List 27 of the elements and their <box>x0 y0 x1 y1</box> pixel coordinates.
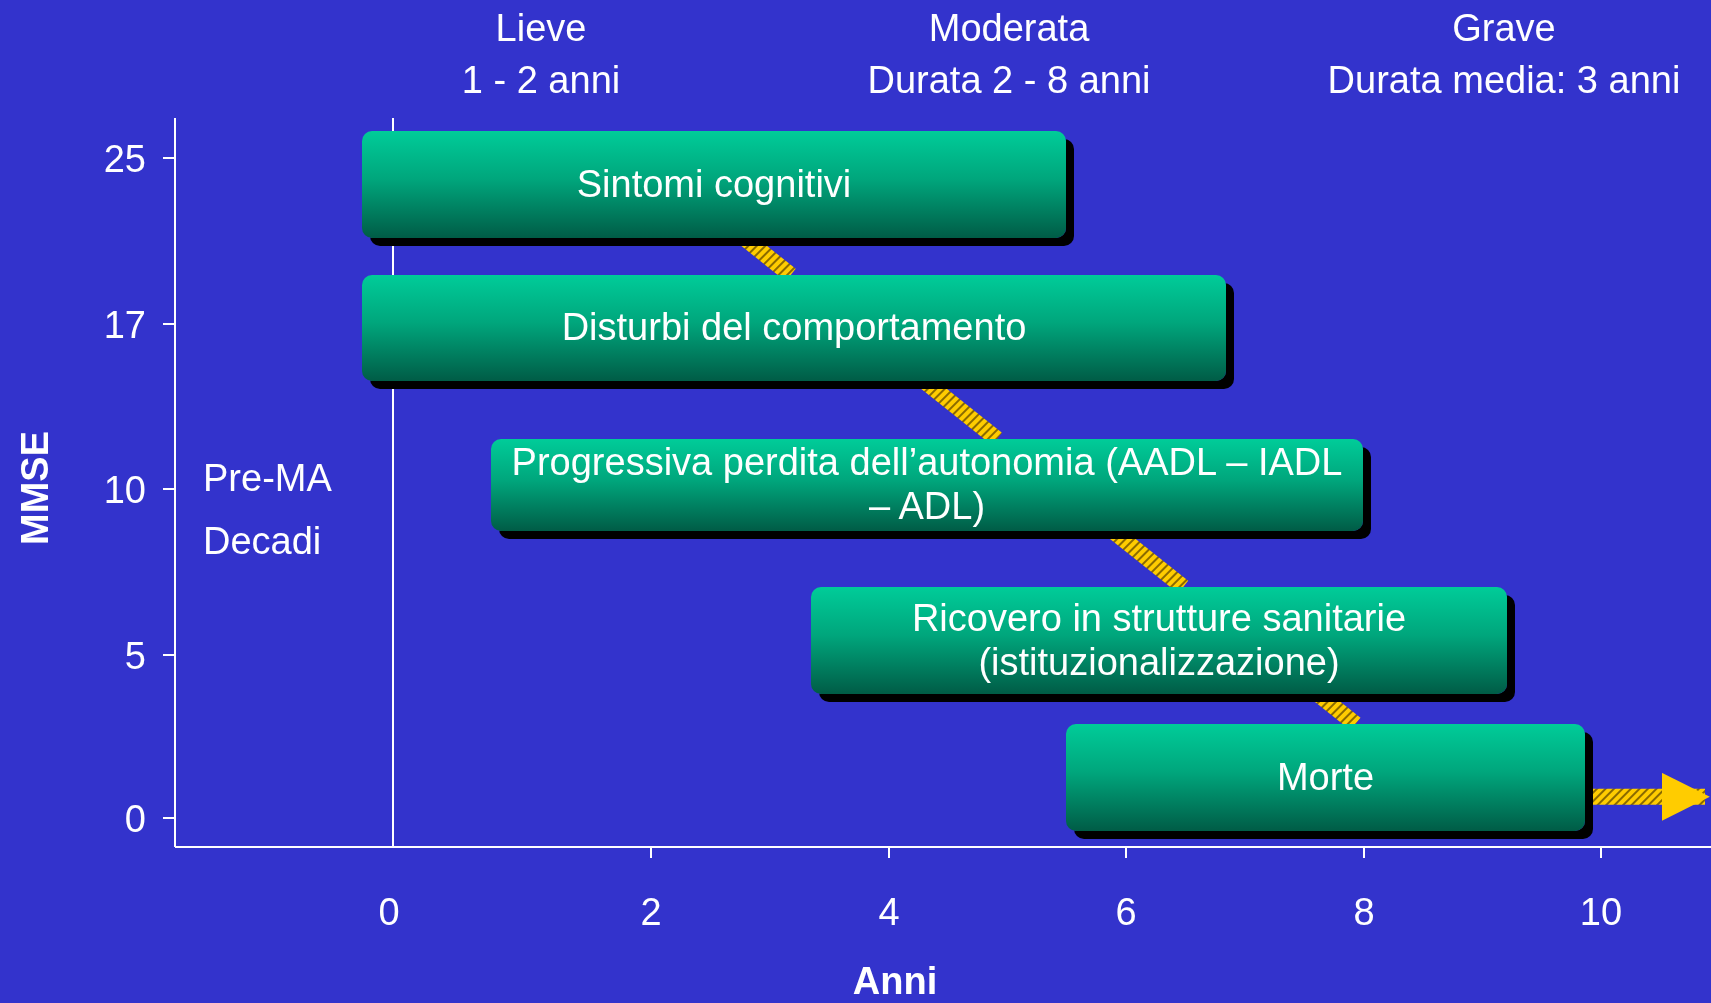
stage-duration: 1 - 2 anni <box>461 61 621 99</box>
tick-label: 2 <box>640 893 662 931</box>
annotation: Pre-MA <box>203 459 332 497</box>
tick-label: 25 <box>103 140 146 178</box>
tick-label: 5 <box>124 637 146 675</box>
bar-label: Disturbi del comportamento <box>561 306 1027 350</box>
tick-label: 17 <box>103 306 146 344</box>
tick-label: 0 <box>378 893 400 931</box>
stage-label: Lieve <box>495 9 587 47</box>
tick-label: 10 <box>103 471 146 509</box>
axis-title: Anni <box>852 962 938 1000</box>
tick-label: 6 <box>1115 893 1137 931</box>
tick-label: 0 <box>124 800 146 838</box>
stage-label: Moderata <box>928 9 1090 47</box>
bar-label: Morte <box>1276 755 1375 800</box>
stage-label: Grave <box>1452 9 1556 47</box>
tick-label: 4 <box>878 893 900 931</box>
bar-label: Progressiva perdita dell’autonomia (AADL – IADL – ADL) <box>511 441 1343 529</box>
axis-title: MMSE <box>16 431 54 545</box>
bar-label: Sintomi cognitivi <box>576 162 852 207</box>
tick-label: 10 <box>1579 893 1623 931</box>
annotation: Decadi <box>203 522 322 560</box>
bar-label: Ricovero in strutture sanitarie (istituzionalizzazione) <box>910 596 1408 685</box>
stage-duration: Durata 2 - 8 anni <box>867 61 1151 99</box>
progression-arrow <box>1593 772 1710 821</box>
tick-label: 8 <box>1353 893 1375 931</box>
stage-duration: Durata media: 3 anni <box>1327 61 1681 99</box>
